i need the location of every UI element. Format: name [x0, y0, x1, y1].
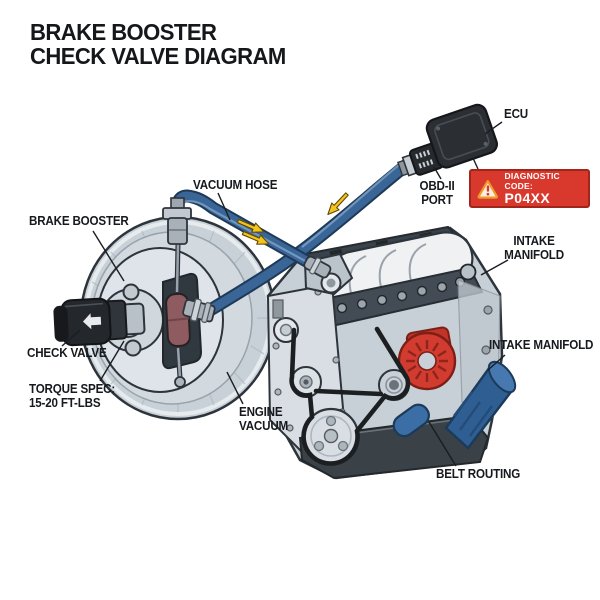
leader-diagnostic: [472, 157, 479, 170]
leader-lines: [61, 121, 509, 467]
label-intake-manifold-upper: INTAKE MANIFOLD: [497, 234, 571, 262]
flow-arrow: [327, 192, 349, 216]
torque-spec-line1: TORQUE SPEC:: [29, 382, 116, 396]
label-engine-vacuum: ENGINE VACUUM: [239, 405, 289, 433]
alternator-pulley-cap: [389, 380, 399, 390]
manifold-corner-bolt: [459, 263, 477, 281]
title-line2: CHECK VALVE DIAGRAM: [30, 43, 286, 69]
leader-brake-booster: [92, 230, 125, 282]
engine-vacuum-line1: ENGINE: [239, 405, 283, 419]
manifold-base: [318, 263, 484, 328]
leader-torque-spec: [99, 340, 125, 382]
leader-belt-routing: [428, 421, 457, 467]
diagnostic-alert-text: DIAGNOSTIC CODE: P04XX: [505, 171, 582, 206]
filter-elbow-pipe: [392, 403, 430, 438]
leader-check-valve: [61, 329, 81, 347]
booster-check-valve-fitting: [162, 197, 192, 245]
ecu-box: [425, 103, 498, 169]
leader-vacuum-hose: [217, 192, 231, 221]
label-check-valve: CHECK VALVE: [27, 346, 107, 360]
hose-clamp-fitting: [182, 298, 216, 324]
flow-direction-arrow-icon: [82, 313, 102, 330]
leader-engine-vacuum: [226, 371, 244, 405]
label-torque-spec: TORQUE SPEC: 15-20 FT-LBS: [29, 382, 116, 410]
label-brake-booster: BRAKE BOOSTER: [29, 214, 129, 228]
diagnostic-code-label: DIAGNOSTIC CODE:: [504, 171, 560, 191]
flow-arrow: [241, 230, 270, 245]
warning-triangle-icon: [477, 179, 499, 199]
leader-intake-lower: [487, 354, 506, 371]
flow-arrow: [236, 218, 265, 233]
diagnostic-code-alert: DIAGNOSTIC CODE: P04XX: [469, 169, 590, 208]
obd-port-line2: PORT: [421, 192, 453, 207]
obd-port-line1: OBD-II: [419, 179, 455, 193]
diagnostic-code-value: P04XX: [504, 190, 551, 206]
label-ecu: ECU: [504, 107, 528, 121]
intake-upper-line2: MANIFOLD: [504, 247, 564, 262]
engine-hose-nipple: [303, 255, 332, 279]
label-belt-routing: BELT ROUTING: [436, 467, 521, 481]
air-filter-cone: [444, 360, 517, 450]
leader-intake-upper: [480, 259, 509, 276]
serpentine-belt: [289, 326, 411, 466]
title-line1: BRAKE BOOSTER: [30, 19, 217, 45]
engine-vacuum-line2: VACUUM: [239, 418, 289, 433]
leader-obd-port: [433, 166, 442, 180]
label-intake-manifold-lower: INTAKE MANIFOLD: [489, 338, 594, 352]
flow-arrows: [236, 192, 349, 245]
booster-rods: [174, 243, 186, 388]
label-vacuum-hose: VACUUM HOSE: [193, 178, 278, 192]
leader-ecu: [484, 121, 503, 135]
label-obd-port: OBD-II PORT: [410, 179, 464, 207]
page-title: BRAKE BOOSTER CHECK VALVE DIAGRAM: [30, 20, 286, 68]
ecu-obd-assembly: [397, 103, 498, 177]
check-valve-illustration: [53, 297, 146, 347]
intake-upper-line1: INTAKE: [513, 234, 555, 248]
engine-illustration: [266, 225, 517, 480]
torque-spec-line2: 15-20 FT-LBS: [29, 395, 101, 410]
